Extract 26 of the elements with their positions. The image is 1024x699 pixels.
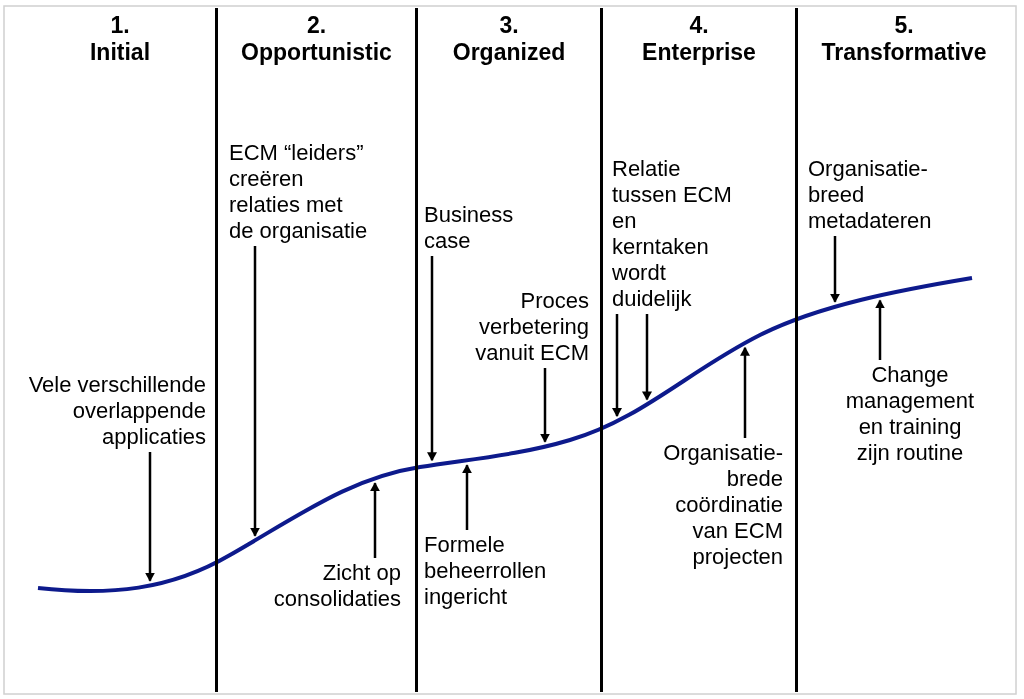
arrow [540, 368, 550, 443]
arrow [875, 299, 885, 360]
arrow [612, 314, 622, 418]
stage-heading: 4. Enterprise [641, 12, 757, 66]
annotation-text: Relatie tussen ECM en kerntaken wordt duidelijk [612, 156, 737, 312]
arrow [250, 246, 260, 537]
stage-heading: 5. Transformative [820, 12, 988, 66]
annotation-text: Business case [424, 202, 524, 254]
annotation-text: Organisatie-brede coördinatie van ECM projecten [652, 440, 783, 570]
annotation-text: Proces verbetering vanuit ECM [470, 288, 589, 366]
annotation-text: Formele beheerrollen ingericht [424, 532, 594, 610]
arrow [427, 256, 437, 462]
arrow [370, 482, 380, 558]
stage-heading: 3. Organized [451, 12, 567, 66]
annotation-text: ECM “leiders” creëren relaties met de organisatie [229, 140, 369, 244]
arrow [642, 314, 652, 401]
annotation-text: Organisatie-breed metadateren [808, 156, 933, 234]
stage-heading: 2. Opportunistic [240, 12, 393, 66]
stage-heading: 1. Initial [88, 12, 152, 66]
annotation-text: Change management en training zijn routine [840, 362, 980, 466]
annotation-text: Vele verschillende overlappende applicaties [28, 372, 206, 450]
arrow [740, 346, 750, 438]
annotation-text: Zicht op consolidaties [255, 560, 401, 612]
arrow [830, 236, 840, 303]
arrow [145, 452, 155, 582]
arrow [462, 464, 472, 530]
